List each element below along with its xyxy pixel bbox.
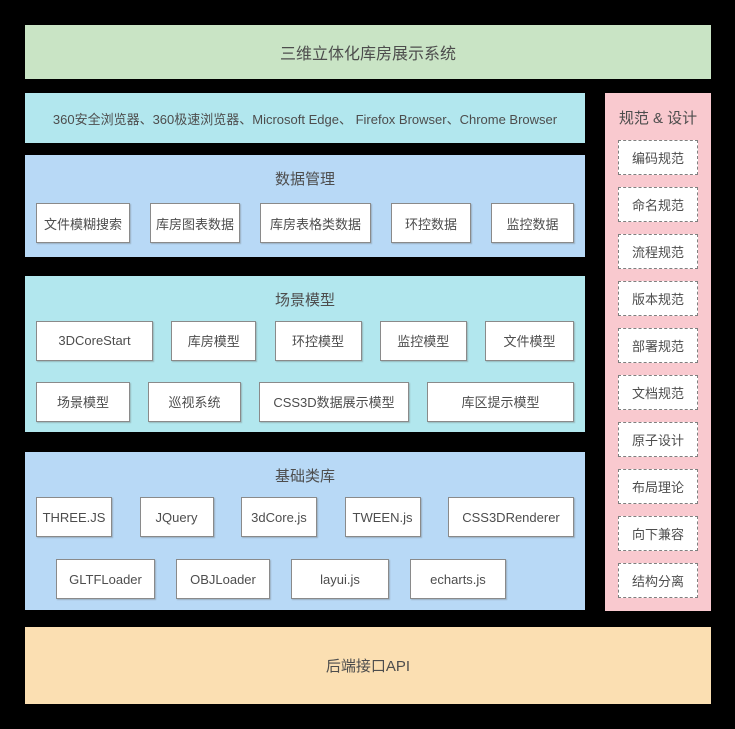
spec-item: 编码规范 [618, 140, 698, 175]
system-banner: 三维立体化库房展示系统 [25, 25, 711, 79]
diagram-node: JQuery [139, 497, 214, 537]
spec-item: 命名规范 [618, 187, 698, 222]
diagram-node: 环控数据 [391, 203, 471, 243]
section-title: 场景模型 [274, 292, 335, 309]
diagram-node: 监控数据 [491, 203, 574, 243]
section-base-libraries: 基础类库 THREE.JS JQuery 3dCore.js TWEEN.js … [25, 452, 585, 610]
section-data-management: 数据管理 文件模糊搜索 库房图表数据 库房表格类数据 环控数据 监控数据 [25, 155, 585, 257]
spec-item: 结构分离 [618, 563, 698, 598]
diagram-node: 文件模型 [485, 320, 574, 361]
spec-item: 原子设计 [618, 422, 698, 457]
diagram-node: GLTFLoader [56, 559, 155, 599]
section-title: 基础类库 [274, 468, 335, 485]
spec-design-panel: 规范 & 设计 编码规范 命名规范 流程规范 版本规范 部署规范 文档规范 原子… [605, 93, 711, 611]
diagram-node: 库区提示模型 [427, 381, 574, 422]
diagram-node: echarts.js [410, 559, 506, 599]
node-row: THREE.JS JQuery 3dCore.js TWEEN.js CSS3D… [25, 486, 585, 548]
diagram-node: 库房表格类数据 [260, 203, 371, 243]
diagram-node: 场景模型 [36, 381, 130, 422]
diagram-node: 3dCore.js [241, 497, 317, 537]
diagram-node: layui.js [291, 559, 389, 599]
spec-item: 部署规范 [618, 328, 698, 363]
browser-list: 360安全浏览器、360极速浏览器、Microsoft Edge、 Firefo… [52, 111, 558, 127]
node-row: GLTFLoader OBJLoader layui.js echarts.js [25, 548, 585, 610]
backend-api-title: 后端接口API [325, 658, 411, 675]
backend-api-banner: 后端接口API [25, 627, 711, 704]
spec-panel-title: 规范 & 设计 [618, 110, 698, 127]
diagram-node: 3DCoreStart [36, 320, 153, 361]
section-scene-models: 场景模型 3DCoreStart 库房模型 环控模型 监控模型 文件模型 场景模… [25, 276, 585, 432]
diagram-node: OBJLoader [176, 559, 270, 599]
spec-item: 布局理论 [618, 469, 698, 504]
spec-item: 版本规范 [618, 281, 698, 316]
node-row: 文件模糊搜索 库房图表数据 库房表格类数据 环控数据 监控数据 [25, 189, 585, 257]
system-title: 三维立体化库房展示系统 [279, 46, 456, 63]
diagram-node: 库房模型 [171, 320, 257, 361]
spec-item: 流程规范 [618, 234, 698, 269]
spec-item: 向下兼容 [618, 516, 698, 551]
node-row: 3DCoreStart 库房模型 环控模型 监控模型 文件模型 [25, 310, 585, 371]
diagram-node: 巡视系统 [148, 381, 241, 422]
diagram-node: CSS3D数据展示模型 [259, 381, 409, 422]
diagram-node: THREE.JS [36, 497, 112, 537]
diagram-node: 文件模糊搜索 [36, 203, 130, 243]
section-title: 数据管理 [274, 171, 335, 188]
spec-item: 文档规范 [618, 375, 698, 410]
browser-support-bar: 360安全浏览器、360极速浏览器、Microsoft Edge、 Firefo… [25, 93, 585, 143]
diagram-node: TWEEN.js [344, 497, 421, 537]
node-row: 场景模型 巡视系统 CSS3D数据展示模型 库区提示模型 [25, 371, 585, 432]
diagram-node: 监控模型 [379, 320, 467, 361]
diagram-node: 环控模型 [274, 320, 362, 361]
diagram-node: CSS3DRenderer [448, 497, 574, 537]
diagram-node: 库房图表数据 [150, 203, 240, 243]
